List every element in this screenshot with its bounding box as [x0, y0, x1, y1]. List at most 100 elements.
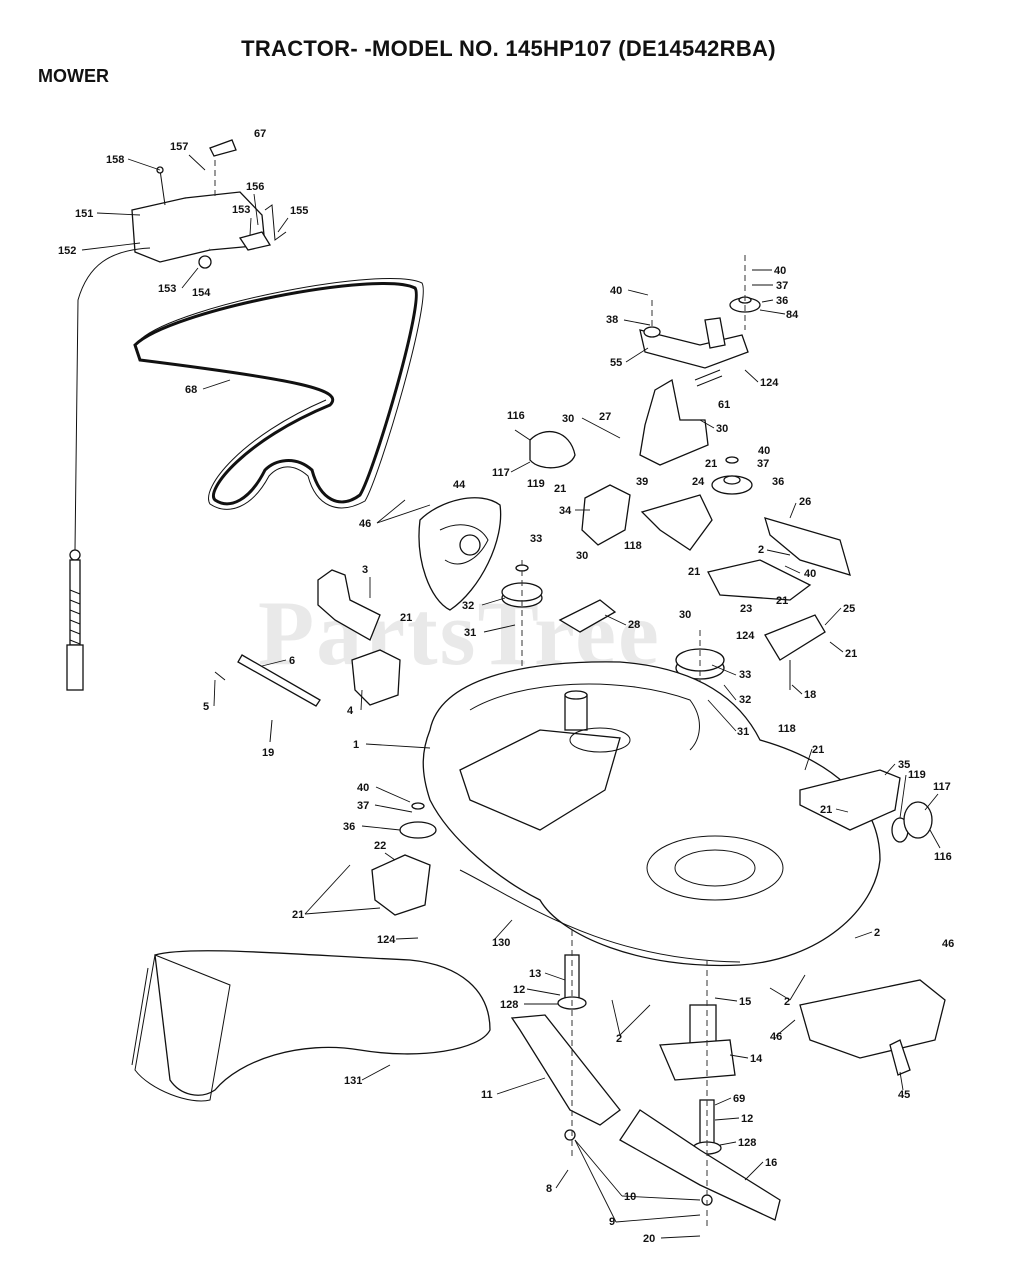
callout: 30: [679, 609, 691, 621]
callout: 118: [624, 540, 642, 552]
callout: 21: [400, 612, 412, 624]
callout: 31: [464, 627, 476, 639]
callout: 124: [760, 377, 779, 389]
callout: 12: [513, 984, 525, 996]
callout: 20: [643, 1233, 655, 1245]
right-bracket: [799, 769, 933, 843]
callout: 21: [845, 648, 857, 660]
callout: 152: [58, 245, 76, 257]
callout: 36: [776, 295, 788, 307]
callout: 61: [718, 399, 730, 411]
callout: 30: [716, 423, 728, 435]
callout: 36: [343, 821, 355, 833]
callout: 27: [599, 411, 611, 423]
callout: 36: [772, 476, 784, 488]
callout: 13: [529, 968, 541, 980]
callout: 10: [624, 1191, 636, 1203]
callout: 21: [554, 483, 566, 495]
callout: 117: [492, 467, 510, 479]
callout: 155: [290, 205, 308, 217]
callout: 21: [820, 804, 832, 816]
leader-lines: [81, 154, 941, 1239]
callout: 4: [347, 705, 354, 717]
callout: 130: [492, 937, 510, 949]
callout: 38: [606, 314, 618, 326]
callout: 32: [739, 694, 751, 706]
callout: 2: [758, 544, 764, 556]
callout: 40: [758, 445, 770, 457]
pulleys: [501, 560, 725, 860]
callout: 21: [812, 744, 824, 756]
spindles-and-blades: [510, 930, 946, 1230]
callout: 40: [804, 568, 816, 580]
drive-belt: [133, 278, 424, 510]
callout: 5: [203, 701, 209, 713]
callout: 19: [262, 747, 274, 759]
callout: 12: [741, 1113, 753, 1125]
callout: 21: [292, 909, 304, 921]
spindle-cap: [514, 429, 576, 469]
callout: 154: [192, 287, 211, 299]
callout: 35: [898, 759, 910, 771]
callout: 2: [616, 1033, 622, 1045]
callout: 45: [898, 1089, 910, 1101]
callout: 119: [527, 478, 545, 490]
callout: 16: [765, 1157, 777, 1169]
discharge-chute: [131, 950, 491, 1102]
callout: 153: [158, 283, 176, 295]
callout: 24: [692, 476, 705, 488]
callout: 21: [688, 566, 700, 578]
callout: 68: [185, 384, 197, 396]
idler-arm-assembly: [639, 255, 761, 369]
callout: 67: [254, 128, 266, 140]
callout: 156: [246, 181, 264, 193]
callout: 23: [740, 603, 752, 615]
lift-control-assembly: [66, 139, 287, 691]
callout: 8: [546, 1183, 552, 1195]
callout: 26: [799, 496, 811, 508]
callout: 30: [576, 550, 588, 562]
callout: 116: [934, 851, 952, 863]
callout: 2: [784, 996, 790, 1008]
callout: 128: [500, 999, 518, 1011]
callout: 34: [559, 505, 572, 517]
tension-bracket: [639, 369, 753, 495]
belt-guard: [418, 497, 502, 611]
callout: 3: [362, 564, 368, 576]
callout: 30: [562, 413, 574, 425]
callout: 124: [377, 934, 396, 946]
callout: 15: [739, 996, 751, 1008]
callout: 33: [739, 669, 751, 681]
callout: 33: [530, 533, 542, 545]
deck-mounts: [214, 569, 401, 743]
callout: 44: [453, 479, 466, 491]
callout: 128: [738, 1137, 756, 1149]
callout: 21: [776, 595, 788, 607]
callout: 14: [750, 1053, 763, 1065]
callout: 9: [609, 1216, 615, 1228]
callout: 21: [705, 458, 717, 470]
callout: 22: [374, 840, 386, 852]
callout: 55: [610, 357, 622, 369]
callout: 40: [610, 285, 622, 297]
callout: 40: [774, 265, 786, 277]
callout: 18: [804, 689, 816, 701]
callout: 157: [170, 141, 188, 153]
mower-deck: [422, 661, 881, 967]
callout: 116: [507, 410, 525, 422]
callout-labels: 67 157 158 156 153 155 151 152 153 154 6…: [58, 128, 954, 1245]
callout: 119: [908, 769, 926, 781]
section-label: MOWER: [38, 66, 109, 86]
callout: 25: [843, 603, 855, 615]
idler-brackets: [581, 484, 851, 690]
callout: 28: [628, 619, 640, 631]
callout: 118: [778, 723, 796, 735]
callout: 40: [357, 782, 369, 794]
callout: 37: [757, 458, 769, 470]
callout: 31: [737, 726, 749, 738]
callout: 6: [289, 655, 295, 667]
callout: 46: [770, 1031, 782, 1043]
callout: 153: [232, 204, 250, 216]
callout: 117: [933, 781, 951, 793]
